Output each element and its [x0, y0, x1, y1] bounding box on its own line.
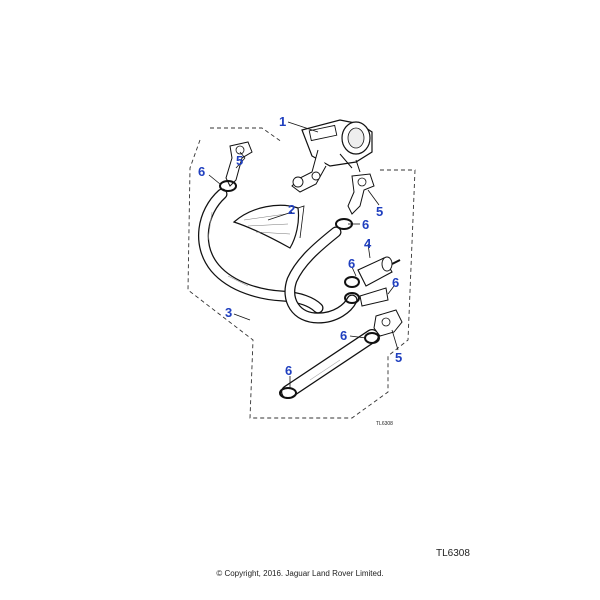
callout-6-left: 6 [198, 164, 205, 179]
hose-right-loop [284, 226, 358, 324]
clip-6-left [219, 180, 237, 192]
item-1-valve-assembly [291, 119, 373, 193]
clip-6-valve-right [344, 292, 360, 304]
item-4-check-valve [357, 256, 401, 287]
hose-3 [198, 188, 324, 314]
plate-code: TL6308 [436, 548, 470, 559]
callout-5-right-top: 5 [376, 204, 383, 219]
callout-3: 3 [225, 305, 232, 320]
callout-6-right-top: 6 [362, 217, 369, 232]
valve-outlet [359, 287, 389, 307]
callout-2: 2 [288, 202, 295, 217]
copyright-notice: © Copyright, 2016. Jaguar Land Rover Lim… [216, 569, 384, 578]
clip-6-bottom [279, 387, 297, 399]
hose-lower [281, 329, 379, 399]
callout-6-lower: 6 [340, 328, 347, 343]
assembly-boundary-dashed [187, 127, 416, 419]
leader-lines [208, 121, 399, 388]
callout-1: 1 [279, 114, 286, 129]
callout-6-bottom: 6 [285, 363, 292, 378]
clip-6-valve-left [344, 276, 360, 288]
connector-5-right-top [347, 173, 375, 215]
item-2-shield [232, 204, 305, 249]
callout-6-valve-right: 6 [392, 275, 399, 290]
callout-5-left: 5 [236, 153, 243, 168]
connector-5-lower [373, 309, 403, 337]
callout-5-lower: 5 [395, 350, 402, 365]
callout-4: 4 [364, 236, 372, 251]
connector-5-left [225, 141, 253, 187]
figure-reference-small: TL6308 [376, 421, 393, 427]
callout-6-valve-left: 6 [348, 256, 355, 271]
